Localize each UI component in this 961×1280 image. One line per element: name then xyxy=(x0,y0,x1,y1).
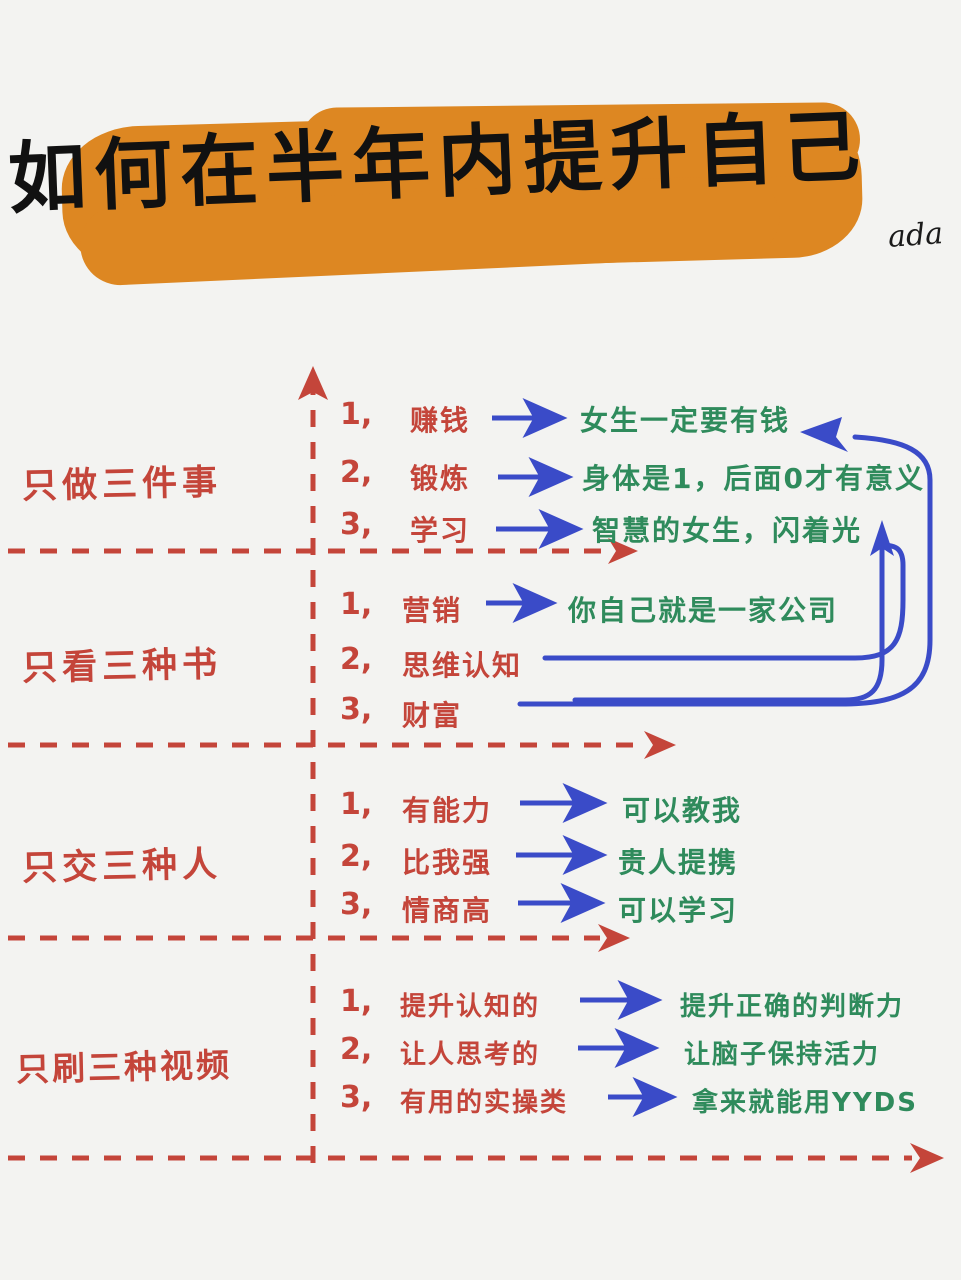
item-effect: 让脑子保持活力 xyxy=(684,1040,881,1070)
axis-up-arrowhead xyxy=(298,366,328,400)
author-signature: ada xyxy=(886,216,945,255)
item-cause: 思维认知 xyxy=(402,649,523,682)
item-cause: 学习 xyxy=(410,514,471,547)
item-cause: 有能力 xyxy=(402,794,493,827)
title-block: 如何在半年内提升自己 ada xyxy=(0,95,961,295)
item-effect: 可以学习 xyxy=(618,894,739,927)
section-3-label: 只交三种人 xyxy=(21,844,223,889)
section-1-items: 1, 赚钱 女生一定要有钱 2, 锻炼 身体是1，后面0才有意义 3, 学习 智… xyxy=(340,395,960,557)
item-row: 2, 让人思考的 让脑子保持活力 xyxy=(340,1030,960,1078)
item-effect: 身体是1，后面0才有意义 xyxy=(582,462,925,495)
item-row: 2, 比我强 贵人提携 xyxy=(340,837,960,885)
axis-horizontal-4 xyxy=(8,1143,944,1173)
item-index: 3, xyxy=(340,1080,373,1115)
section-3-items: 1, 有能力 可以教我 2, 比我强 贵人提携 3, 情商高 可以学习 xyxy=(340,785,960,937)
section-2-label: 只看三种书 xyxy=(21,644,223,689)
axis-vertical xyxy=(298,366,328,1163)
item-effect: 智慧的女生，闪着光 xyxy=(592,514,863,547)
item-cause: 情商高 xyxy=(402,894,493,927)
item-effect: 可以教我 xyxy=(622,794,743,827)
item-row: 1, 营销 你自己就是一家公司 xyxy=(340,585,960,640)
item-index: 3, xyxy=(340,507,373,542)
item-row: 3, 有用的实操类 拿来就能用YYDS xyxy=(340,1078,960,1130)
item-index: 1, xyxy=(340,787,373,822)
item-row: 1, 有能力 可以教我 xyxy=(340,785,960,837)
item-cause: 让人思考的 xyxy=(400,1040,541,1070)
section-2-items: 1, 营销 你自己就是一家公司 2, 思维认知 3, 财富 xyxy=(340,585,960,742)
item-cause: 营销 xyxy=(402,594,463,627)
item-index: 2, xyxy=(340,455,373,490)
item-index: 2, xyxy=(340,839,373,874)
item-row: 3, 学习 智慧的女生，闪着光 xyxy=(340,505,960,557)
item-cause: 有用的实操类 xyxy=(400,1088,569,1118)
item-index: 1, xyxy=(340,397,373,432)
item-index: 2, xyxy=(340,1032,373,1067)
item-row: 1, 赚钱 女生一定要有钱 xyxy=(340,395,960,453)
item-row: 3, 财富 xyxy=(340,690,960,742)
item-cause: 锻炼 xyxy=(410,462,471,495)
item-index: 2, xyxy=(340,642,373,677)
item-cause: 赚钱 xyxy=(410,404,471,437)
item-cause: 财富 xyxy=(402,699,463,732)
item-index: 3, xyxy=(340,887,373,922)
item-cause: 比我强 xyxy=(402,846,493,879)
item-effect: 提升正确的判断力 xyxy=(680,992,905,1022)
item-effect: 拿来就能用YYDS xyxy=(692,1088,918,1118)
item-effect: 贵人提携 xyxy=(618,846,739,879)
item-cause: 提升认知的 xyxy=(400,992,541,1022)
item-effect: 女生一定要有钱 xyxy=(580,404,791,437)
item-row: 3, 情商高 可以学习 xyxy=(340,885,960,937)
item-row: 2, 锻炼 身体是1，后面0才有意义 xyxy=(340,453,960,505)
item-index: 1, xyxy=(340,587,373,622)
section-4-items: 1, 提升认知的 提升正确的判断力 2, 让人思考的 让脑子保持活力 3, 有用… xyxy=(340,982,960,1130)
item-row: 1, 提升认知的 提升正确的判断力 xyxy=(340,982,960,1030)
item-index: 3, xyxy=(340,692,373,727)
section-4-label: 只刷三种视频 xyxy=(15,1045,233,1089)
item-index: 1, xyxy=(340,984,373,1019)
item-effect: 你自己就是一家公司 xyxy=(568,594,839,627)
item-row: 2, 思维认知 xyxy=(340,640,960,690)
section-1-label: 只做三件事 xyxy=(21,462,223,507)
